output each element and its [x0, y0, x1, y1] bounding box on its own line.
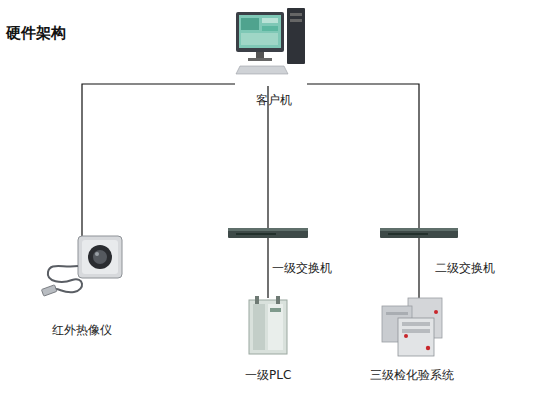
server-led: [426, 346, 430, 350]
screen-panel: [262, 18, 278, 23]
plc-connector: [255, 296, 259, 304]
switch-icon: [380, 228, 458, 238]
switch-top: [228, 228, 308, 231]
computer-icon: [236, 8, 305, 74]
plc-icon: [249, 296, 287, 354]
monitor-frame: [236, 12, 284, 52]
device-label: 二级交换机: [435, 260, 495, 277]
switch-ports: [388, 233, 428, 235]
switch-ports: [236, 233, 276, 235]
plc-body: [249, 300, 287, 354]
network-link: [82, 84, 235, 236]
diagram-title: 硬件架构: [6, 24, 66, 43]
camera-lens-inner: [93, 250, 107, 264]
server-box: [398, 318, 434, 356]
network-link: [307, 84, 419, 228]
drive-bay: [290, 19, 302, 22]
switch-top: [380, 228, 458, 231]
camera-body: [78, 236, 122, 278]
plc-connector: [276, 296, 280, 304]
network-link: [418, 238, 419, 298]
screen-panel: [241, 33, 278, 45]
pc-tower: [287, 8, 305, 64]
screen-panel: [262, 26, 278, 31]
switch-icon: [228, 228, 308, 238]
device-node: 三级检化验系统: [382, 298, 442, 356]
device-label: 一级PLC: [245, 367, 291, 384]
camera-lens: [88, 245, 112, 269]
server-bay: [402, 329, 430, 333]
device-label: 客户机: [256, 92, 292, 109]
plc-indicator: [270, 308, 281, 312]
device-label: 一级交换机: [272, 260, 332, 277]
thermal-camera-icon: [41, 236, 122, 296]
usb-plug: [41, 285, 57, 296]
plc-module: [253, 304, 265, 350]
server-bay: [386, 312, 408, 315]
monitor-stand: [256, 52, 264, 58]
camera-face: [82, 240, 118, 274]
device-label: 红外热像仪: [52, 322, 112, 339]
server-icon: [382, 298, 442, 356]
plc-module: [268, 304, 283, 350]
server-led: [434, 310, 438, 314]
drive-bay: [290, 13, 302, 16]
keyboard: [236, 66, 288, 74]
server-bay: [402, 322, 430, 326]
network-link: [267, 86, 268, 228]
lens-glint: [95, 252, 99, 256]
device-node: 一级交换机: [228, 228, 308, 238]
device-node: 一级PLC: [249, 298, 287, 354]
network-link: [267, 238, 268, 298]
device-node: 二级交换机: [380, 228, 458, 238]
switch-body: [228, 228, 308, 238]
screen-panel: [241, 18, 259, 30]
monitor-base: [248, 58, 272, 61]
device-node: 红外热像仪: [40, 236, 124, 298]
switch-body: [380, 228, 458, 238]
monitor-screen: [239, 15, 281, 48]
server-led: [404, 334, 408, 338]
device-node: 客户机: [235, 8, 307, 86]
device-label: 三级检化验系统: [370, 367, 454, 384]
